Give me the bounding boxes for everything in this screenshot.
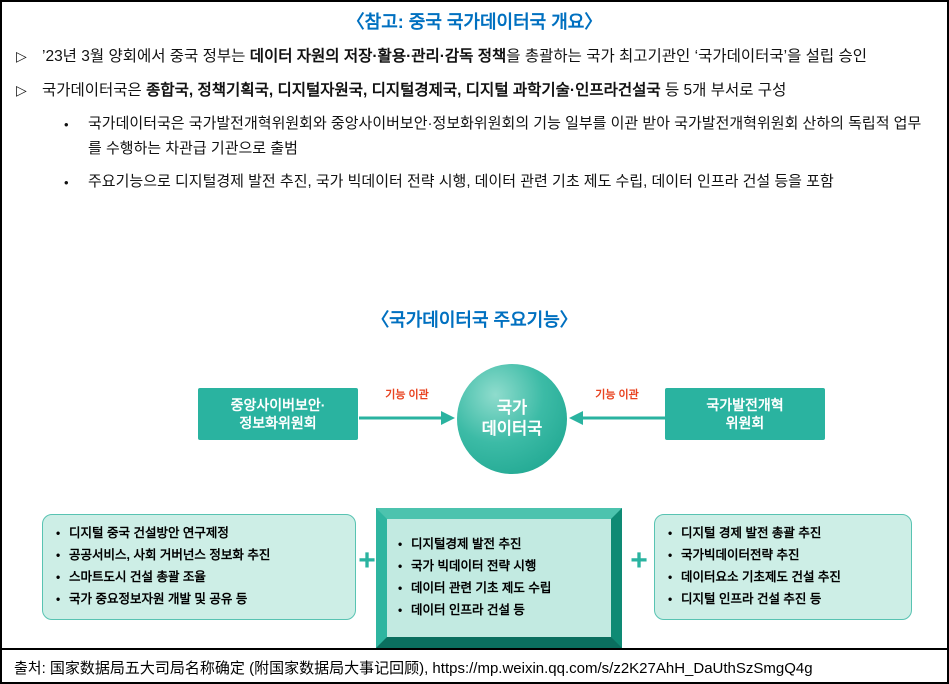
- triangle-bullet-icon: ▷: [16, 82, 27, 99]
- list-item: 국가 중요정보자원 개발 및 공유 등: [56, 589, 270, 611]
- subbullet-origin-text: 국가데이터국은 국가발전개혁위원회와 중앙사이버보안·정보화위원회의 기능 일부…: [88, 115, 922, 157]
- text-segment: ’23년 3월 양회에서 중국 정부는: [42, 48, 250, 65]
- body-text-area: ▷ ’23년 3월 양회에서 중국 정부는 데이터 자원의 저장·활용·관리·감…: [2, 44, 947, 194]
- page-title: 〈참고: 중국 국가데이터국 개요〉: [346, 12, 603, 32]
- transfer-label-left: 기능 이관: [385, 389, 429, 401]
- cyberspace-functions-list: 디지털 중국 건설방안 연구제정 공공서비스, 사회 거버넌스 정보화 추진 스…: [49, 523, 270, 611]
- ndrc-line2: 위원회: [725, 415, 765, 431]
- text-segment-bold: 종합국, 정책기획국, 디지털자원국, 디지털경제국, 디지털 과학기술·인프라…: [146, 82, 661, 100]
- list-item: 공공서비스, 사회 거버넌스 정보화 추진: [56, 545, 270, 567]
- bullet-departments: ▷ 국가데이터국은 종합국, 정책기획국, 디지털자원국, 디지털경제국, 디지…: [16, 78, 933, 103]
- data-bureau-functions-box: 디지털경제 발전 추진 국가 빅데이터 전략 시행 데이터 관련 기초 제도 수…: [376, 508, 622, 648]
- org-diagram: 중앙사이버보안· 정보화위원회 기능 이관 국가 데이터국 기능 이관 국가발전…: [2, 338, 947, 650]
- arrow-right-icon: [359, 411, 455, 425]
- cyberspace-functions-box: 디지털 중국 건설방안 연구제정 공공서비스, 사회 거버넌스 정보화 추진 스…: [42, 514, 356, 620]
- list-item: 데이터 관련 기초 제도 수립: [398, 578, 551, 600]
- ndrc-box: 국가발전개혁 위원회: [665, 388, 825, 440]
- bullet-establishment-text: ’23년 3월 양회에서 중국 정부는 데이터 자원의 저장·활용·관리·감독 …: [42, 44, 933, 69]
- cyberspace-commission-line1: 중앙사이버보안·: [230, 396, 326, 413]
- bullet-establishment: ▷ ’23년 3월 양회에서 중국 정부는 데이터 자원의 저장·활용·관리·감…: [16, 44, 933, 69]
- cyberspace-commission-line2: 정보화위원회: [239, 415, 317, 431]
- dot-bullet-icon: •: [64, 174, 69, 190]
- plus-icon: +: [630, 544, 648, 577]
- arrow-left-icon: [569, 411, 665, 425]
- list-item: 스마트도시 건설 총괄 조율: [56, 567, 270, 589]
- list-item: 국가 빅데이터 전략 시행: [398, 556, 551, 578]
- text-segment-bold: 데이터 자원의 저장·활용·관리·감독 정책: [249, 48, 507, 65]
- plus-icon: +: [358, 544, 376, 577]
- list-item: 디지털 경제 발전 총괄 추진: [668, 523, 841, 545]
- subbullet-functions: • 주요기능으로 디지털경제 발전 추진, 국가 빅데이터 전략 시행, 데이터…: [64, 170, 933, 194]
- transfer-label-right: 기능 이관: [595, 389, 639, 401]
- bullet-departments-text: 국가데이터국은 종합국, 정책기획국, 디지털자원국, 디지털경제국, 디지털 …: [42, 78, 933, 103]
- subbullet-origin: • 국가데이터국은 국가발전개혁위원회와 중앙사이버보안·정보화위원회의 기능 …: [64, 112, 933, 161]
- text-segment: 국가데이터국은: [42, 82, 147, 100]
- list-item: 국가빅데이터전략 추진: [668, 545, 841, 567]
- text-segment: 등 5개 부서로 구성: [660, 82, 787, 100]
- text-segment: 을 총괄하는 국가 최고기관인 ‘국가데이터국’을 설립 승인: [506, 48, 867, 65]
- ndrc-functions-list: 디지털 경제 발전 총괄 추진 국가빅데이터전략 추진 데이터요소 기초제도 건…: [661, 523, 841, 611]
- bureau-line1: 국가: [496, 398, 528, 417]
- triangle-bullet-icon: ▷: [16, 48, 27, 64]
- bureau-line2: 데이터국: [481, 420, 543, 438]
- source-line: 출처: 国家数据局五大司局名称确定 (附国家数据局大事记回顾), https:/…: [2, 648, 947, 682]
- ndrc-line1: 국가발전개혁: [706, 396, 784, 413]
- diagram-title: 〈국가데이터국 주요기능〉: [371, 310, 578, 330]
- dot-bullet-icon: •: [64, 117, 69, 133]
- list-item: 디지털 인프라 건설 추진 등: [668, 589, 841, 611]
- list-item: 데이터요소 기초제도 건설 추진: [668, 567, 841, 589]
- list-item: 디지털경제 발전 추진: [398, 534, 551, 556]
- subbullet-functions-text: 주요기능으로 디지털경제 발전 추진, 국가 빅데이터 전략 시행, 데이터 관…: [88, 172, 834, 190]
- cyberspace-commission-box: 중앙사이버보안· 정보화위원회: [198, 388, 358, 440]
- list-item: 디지털 중국 건설방안 연구제정: [56, 523, 270, 545]
- data-bureau-functions-list: 디지털경제 발전 추진 국가 빅데이터 전략 시행 데이터 관련 기초 제도 수…: [391, 534, 551, 622]
- ndrc-functions-box: 디지털 경제 발전 총괄 추진 국가빅데이터전략 추진 데이터요소 기초제도 건…: [654, 514, 912, 620]
- list-item: 데이터 인프라 건설 등: [398, 600, 551, 622]
- national-data-bureau-circle: 국가 데이터국: [457, 364, 567, 474]
